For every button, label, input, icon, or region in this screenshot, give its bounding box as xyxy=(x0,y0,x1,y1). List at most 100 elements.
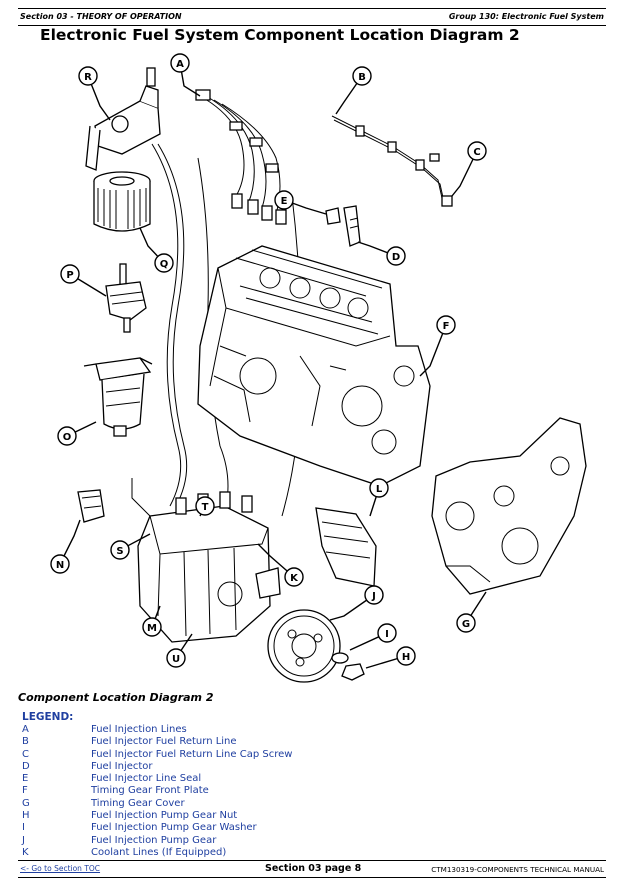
header-section: Section 03 - THEORY OF OPERATION xyxy=(20,12,182,21)
svg-text:T: T xyxy=(202,502,209,513)
gear-nut-part xyxy=(331,652,365,681)
legend-row: F Timing Gear Front Plate xyxy=(22,785,582,797)
callout-l: L xyxy=(369,478,389,498)
legend-list: A Fuel Injection Lines B Fuel Injector Fue… xyxy=(22,724,582,859)
injector-part xyxy=(325,205,361,247)
callout-i: I xyxy=(377,623,397,643)
component-diagram: A B C D E F G H I J K L M N O P Q R S T … xyxy=(50,53,587,683)
svg-text:J: J xyxy=(371,591,376,602)
callout-p: P xyxy=(60,264,80,284)
legend-row: A Fuel Injection Lines xyxy=(22,724,582,736)
svg-text:D: D xyxy=(392,252,400,263)
legend-key: I xyxy=(22,822,25,834)
callout-e: E xyxy=(274,190,294,210)
legend-key: D xyxy=(22,760,30,772)
legend-value: Fuel Injection Pump Gear Washer xyxy=(91,822,257,834)
legend-value: Timing Gear Front Plate xyxy=(91,785,209,797)
callout-n: N xyxy=(50,554,70,574)
legend-row: C Fuel Injector Fuel Return Line Cap Scre… xyxy=(22,749,582,761)
legend-row: E Fuel Injector Line Seal xyxy=(22,773,582,785)
page-number: Section 03 page 8 xyxy=(265,863,362,874)
legend-row: B Fuel Injector Fuel Return Line xyxy=(22,736,582,748)
callout-d: D xyxy=(386,246,406,266)
svg-text:O: O xyxy=(63,432,72,443)
legend-key: A xyxy=(22,724,29,735)
injection-pump-part xyxy=(131,478,281,643)
legend-key: H xyxy=(22,810,30,822)
bracket-part xyxy=(77,489,105,523)
callout-k: K xyxy=(284,567,304,587)
filter-head-part xyxy=(85,67,161,171)
callout-c: C xyxy=(467,141,487,161)
callout-r: R xyxy=(78,66,98,86)
callout-s: S xyxy=(110,540,130,560)
legend-value: Coolant Lines (If Equipped) xyxy=(91,846,227,858)
callout-a: A xyxy=(170,53,190,73)
legend-heading: LEGEND: xyxy=(22,711,74,723)
legend-value: Fuel Injector Fuel Return Line Cap Screw xyxy=(91,748,293,760)
svg-text:P: P xyxy=(66,270,73,281)
legend-row: J Fuel Injection Pump Gear xyxy=(22,835,582,847)
manual-name: CTM130319-COMPONENTS TECHNICAL MANUAL xyxy=(431,865,604,874)
engine-block-part xyxy=(197,245,431,487)
legend-value: Fuel Injector Fuel Return Line xyxy=(91,736,237,748)
legend-key: B xyxy=(22,736,29,748)
svg-text:I: I xyxy=(385,629,389,640)
svg-text:B: B xyxy=(358,72,366,83)
legend-row: I Fuel Injection Pump Gear Washer xyxy=(22,822,582,834)
callout-b: B xyxy=(352,66,372,86)
legend-value: Fuel Injector xyxy=(91,760,153,772)
legend-key: F xyxy=(22,785,28,797)
callout-f: F xyxy=(436,315,456,335)
svg-text:R: R xyxy=(84,72,92,83)
return-line-part xyxy=(331,115,453,207)
svg-text:G: G xyxy=(462,619,470,630)
svg-text:L: L xyxy=(376,484,383,495)
page-header: Section 03 - THEORY OF OPERATION Group 1… xyxy=(18,8,606,26)
svg-text:N: N xyxy=(56,560,64,571)
svg-text:A: A xyxy=(176,59,184,70)
legend-value: Fuel Injection Lines xyxy=(91,724,187,735)
fuel-hose-line xyxy=(151,143,182,507)
fuel-hose-line-2 xyxy=(157,143,188,507)
legend-key: G xyxy=(22,797,30,809)
svg-text:S: S xyxy=(116,546,123,557)
callout-m: M xyxy=(142,617,162,637)
legend-key: C xyxy=(22,748,29,760)
legend-row: G Timing Gear Cover xyxy=(22,798,582,810)
injection-lines-part xyxy=(195,89,287,225)
diagram-caption: Component Location Diagram 2 xyxy=(18,691,214,704)
callout-h: H xyxy=(396,646,416,666)
inline-filter-part xyxy=(105,263,147,333)
timing-cover-part xyxy=(431,417,587,595)
svg-text:K: K xyxy=(290,573,299,584)
legend-row: K Coolant Lines (If Equipped) xyxy=(22,847,582,859)
header-group: Group 130: Electronic Fuel System xyxy=(448,12,604,21)
water-separator-part xyxy=(83,357,153,437)
svg-text:H: H xyxy=(402,652,410,663)
svg-text:F: F xyxy=(443,321,450,332)
coolant-bracket-part xyxy=(315,507,377,587)
legend-key: K xyxy=(22,846,29,858)
svg-text:U: U xyxy=(172,654,180,665)
toc-link[interactable]: <- Go to Section TOC xyxy=(20,864,101,873)
legend-value: Fuel Injection Pump Gear xyxy=(91,834,217,846)
svg-text:M: M xyxy=(147,623,157,634)
legend-row: D Fuel Injector xyxy=(22,761,582,773)
legend-key: E xyxy=(22,773,29,785)
legend-key: J xyxy=(22,834,25,846)
page-footer: <- Go to Section TOC Section 03 page 8 C… xyxy=(18,860,606,878)
svg-text:C: C xyxy=(473,147,480,158)
legend-value: Timing Gear Cover xyxy=(91,797,185,809)
callout-g: G xyxy=(456,613,476,633)
fuel-filter-part xyxy=(93,171,151,232)
legend-value: Fuel Injector Line Seal xyxy=(91,773,202,785)
page-title: Electronic Fuel System Component Locatio… xyxy=(40,26,520,44)
callout-u: U xyxy=(166,648,186,668)
callout-q: Q xyxy=(154,253,174,273)
svg-text:E: E xyxy=(281,196,288,207)
callout-t: T xyxy=(195,496,215,516)
callout-o: O xyxy=(57,426,77,446)
svg-text:Q: Q xyxy=(160,259,169,270)
